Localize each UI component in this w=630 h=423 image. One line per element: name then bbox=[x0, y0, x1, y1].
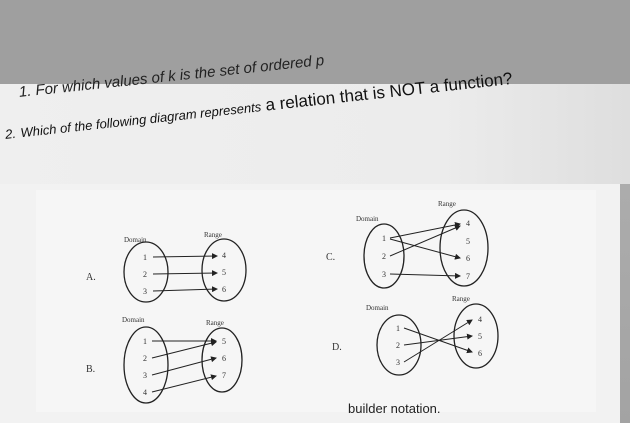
diagram-b: B. Domain Range 1 2 3 4 5 6 7 bbox=[86, 316, 243, 404]
diagram-c-range-6: 6 bbox=[466, 254, 470, 263]
diagram-b-label: B. bbox=[86, 364, 95, 375]
diagram-c-range-4: 4 bbox=[466, 219, 470, 228]
diagram-a-range-6: 6 bbox=[222, 285, 226, 294]
diagram-d-domain-1: 1 bbox=[396, 324, 400, 333]
diagram-a-arrow-2-5 bbox=[152, 270, 218, 277]
diagram-a-range-5: 5 bbox=[222, 268, 226, 277]
diagram-c-domain-3: 3 bbox=[382, 270, 386, 279]
diagram-d: D. Domain Range 1 2 3 4 5 6 bbox=[332, 295, 499, 376]
diagram-b-arrow-3-6 bbox=[151, 356, 217, 376]
diagram-c-range-oval bbox=[439, 209, 489, 287]
diagram-d-domain-title: Domain bbox=[366, 304, 389, 312]
diagram-b-domain-oval bbox=[123, 326, 169, 404]
mapping-diagrams-figure: A. Domain Range 1 2 3 4 5 6 B. Domain Ra… bbox=[36, 190, 596, 412]
diagram-c-domain-1: 1 bbox=[382, 234, 386, 243]
diagram-c-domain-oval bbox=[363, 223, 405, 289]
diagram-c: C. Domain Range 1 2 3 4 5 6 7 bbox=[326, 200, 489, 289]
diagram-d-range-oval bbox=[453, 303, 499, 369]
diagram-c-domain-title: Domain bbox=[356, 215, 379, 223]
diagram-a-domain-2: 2 bbox=[143, 270, 147, 279]
diagram-d-domain-2: 2 bbox=[396, 341, 400, 350]
diagram-c-range-5: 5 bbox=[466, 237, 470, 246]
diagram-b-arrow-4-7 bbox=[151, 374, 217, 393]
diagram-a-domain-1: 1 bbox=[143, 253, 147, 262]
background-surface bbox=[0, 0, 630, 85]
page-shading bbox=[0, 84, 630, 184]
diagram-a-range-oval bbox=[201, 238, 247, 302]
diagram-d-range-4: 4 bbox=[478, 315, 482, 324]
diagram-d-domain-oval bbox=[376, 314, 422, 376]
diagram-a-domain-oval bbox=[123, 241, 169, 303]
diagram-c-arrow-3-7 bbox=[389, 272, 461, 279]
diagram-a-arrow-3-6 bbox=[152, 286, 218, 293]
diagram-b-domain-1: 1 bbox=[143, 337, 147, 346]
diagram-b-domain-4: 4 bbox=[143, 388, 147, 397]
diagram-c-arrow-2-4 bbox=[389, 225, 461, 257]
diagram-b-range-5: 5 bbox=[222, 337, 226, 346]
diagram-c-arrow-1-4 bbox=[389, 222, 461, 239]
mapping-diagrams: A. Domain Range 1 2 3 4 5 6 B. Domain Ra… bbox=[86, 200, 499, 404]
footer-partial-text: builder notation. bbox=[348, 401, 441, 416]
diagram-d-range-title: Range bbox=[452, 295, 470, 303]
diagram-a-arrow-1-4 bbox=[152, 253, 218, 260]
diagram-c-label: C. bbox=[326, 252, 335, 263]
diagram-b-range-7: 7 bbox=[222, 371, 226, 380]
diagram-b-arrow-2-5 bbox=[151, 340, 217, 359]
diagram-d-arrow-3-4 bbox=[403, 319, 473, 363]
diagram-a-label: A. bbox=[86, 272, 96, 283]
diagram-a-domain-3: 3 bbox=[143, 287, 147, 296]
diagram-b-range-6: 6 bbox=[222, 354, 226, 363]
diagram-d-range-5: 5 bbox=[478, 332, 482, 341]
diagram-b-domain-3: 3 bbox=[143, 371, 147, 380]
diagram-a-range-4: 4 bbox=[222, 251, 226, 260]
diagram-c-domain-2: 2 bbox=[382, 252, 386, 261]
question-1-number: 1. bbox=[18, 82, 33, 101]
diagram-a-domain-title: Domain bbox=[124, 236, 147, 244]
diagram-d-domain-3: 3 bbox=[396, 358, 400, 367]
question-2-number: 2. bbox=[4, 125, 17, 142]
diagram-c-arrow-1-6 bbox=[389, 238, 461, 260]
diagram-c-range-title: Range bbox=[438, 200, 456, 208]
diagram-d-label: D. bbox=[332, 342, 342, 353]
diagram-b-domain-title: Domain bbox=[122, 316, 145, 324]
diagram-a-range-title: Range bbox=[204, 231, 222, 239]
diagram-c-range-7: 7 bbox=[466, 272, 470, 281]
diagram-b-range-title: Range bbox=[206, 319, 224, 327]
diagram-a: A. Domain Range 1 2 3 4 5 6 bbox=[86, 231, 247, 303]
diagram-b-domain-2: 2 bbox=[143, 354, 147, 363]
diagram-d-range-6: 6 bbox=[478, 349, 482, 358]
diagram-b-range-oval bbox=[201, 327, 243, 393]
